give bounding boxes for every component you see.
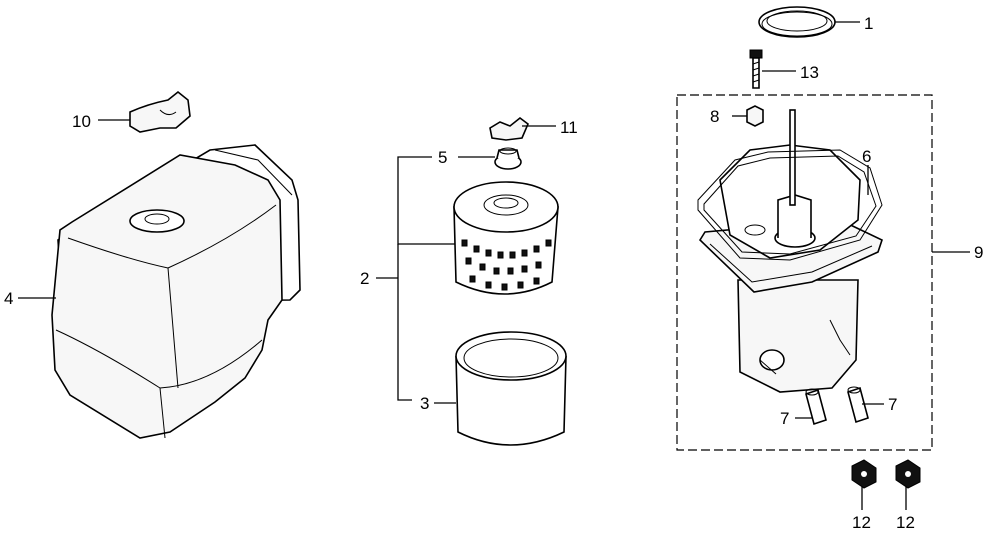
callout-2: 2 <box>360 269 369 288</box>
callout-4: 4 <box>4 289 13 308</box>
bolt <box>749 49 763 89</box>
callout-9: 9 <box>974 243 983 262</box>
foam-sleeve <box>455 331 567 446</box>
collar-nut <box>746 105 764 127</box>
callout-7-right: 7 <box>888 395 897 414</box>
seal-ring <box>758 6 836 38</box>
callout-11: 11 <box>560 118 578 137</box>
assembly-boundary-box <box>676 94 933 451</box>
drain-tube-left <box>805 388 827 426</box>
callout-10: 10 <box>72 112 91 131</box>
callout-8: 8 <box>710 107 719 126</box>
air-cleaner-cover <box>51 144 301 439</box>
callout-3: 3 <box>420 394 429 413</box>
callout-5: 5 <box>438 148 447 167</box>
callout-7-left: 7 <box>780 409 789 428</box>
grommet <box>494 147 522 170</box>
callout-12-left: 12 <box>852 513 871 532</box>
cap-nut-right <box>895 459 921 489</box>
callout-1: 1 <box>864 14 873 33</box>
gasket <box>697 149 883 261</box>
callout-12-right: 12 <box>896 513 915 532</box>
cap-nut-left <box>851 459 877 489</box>
callout-13: 13 <box>800 63 819 82</box>
air-cleaner-case <box>698 109 883 393</box>
wing-knob <box>129 90 191 133</box>
callout-6: 6 <box>862 147 871 166</box>
air-filter-element <box>453 181 559 295</box>
wing-nut <box>489 116 529 141</box>
drain-tube-right <box>847 386 869 424</box>
leader-lines <box>18 21 970 510</box>
callout-labels: 1 13 8 6 9 10 11 5 2 4 3 7 7 12 12 <box>4 14 983 532</box>
